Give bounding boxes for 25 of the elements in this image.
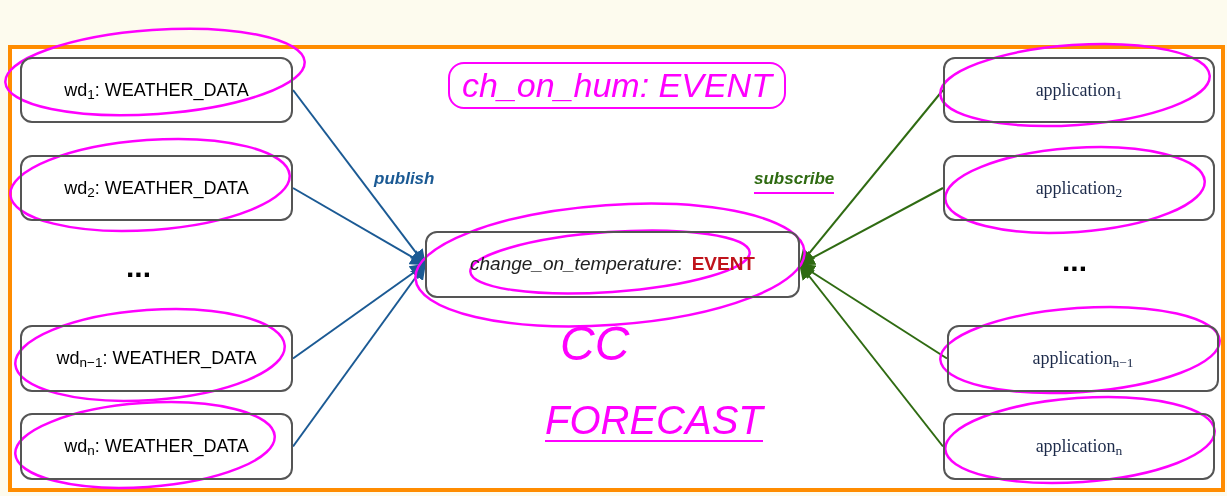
- publisher-box: [20, 57, 293, 123]
- publisher-box: [20, 155, 293, 221]
- arrow: [292, 263, 426, 448]
- application-label: application$_{2}$: [1035, 176, 1123, 202]
- publisher-label: wd$_{1}$: WEATHER_DATA: [64, 78, 249, 104]
- arrow: [799, 89, 944, 266]
- ellipsis: ...: [1062, 246, 1087, 276]
- publisher-label: wd$_{n}$: WEATHER_DATA: [64, 435, 249, 460]
- application-box: [947, 325, 1219, 392]
- publisher-box: [20, 325, 293, 392]
- publish-label: publish: [374, 168, 435, 190]
- application-label: application$_{1}$: [1035, 78, 1123, 104]
- handwritten-note: FORECAST: [545, 400, 763, 442]
- application-box: [943, 57, 1215, 123]
- publisher-label: wd$_{n−1}$: WEATHER_DATA: [56, 347, 257, 372]
- ellipsis: ...: [126, 252, 151, 282]
- handwritten-note: CC: [560, 320, 630, 368]
- publisher-box: [20, 413, 293, 480]
- application-label: application$_{n}$: [1035, 435, 1123, 460]
- handwritten-note: ch_on_hum: EVENT: [448, 62, 786, 109]
- publisher-label: wd$_{2}$: WEATHER_DATA: [64, 176, 249, 202]
- application-label: application$_{n−1}$: [1032, 347, 1134, 372]
- application-box: [943, 413, 1215, 480]
- application-box: [943, 155, 1215, 221]
- subscribe-label: subscribe: [754, 166, 835, 194]
